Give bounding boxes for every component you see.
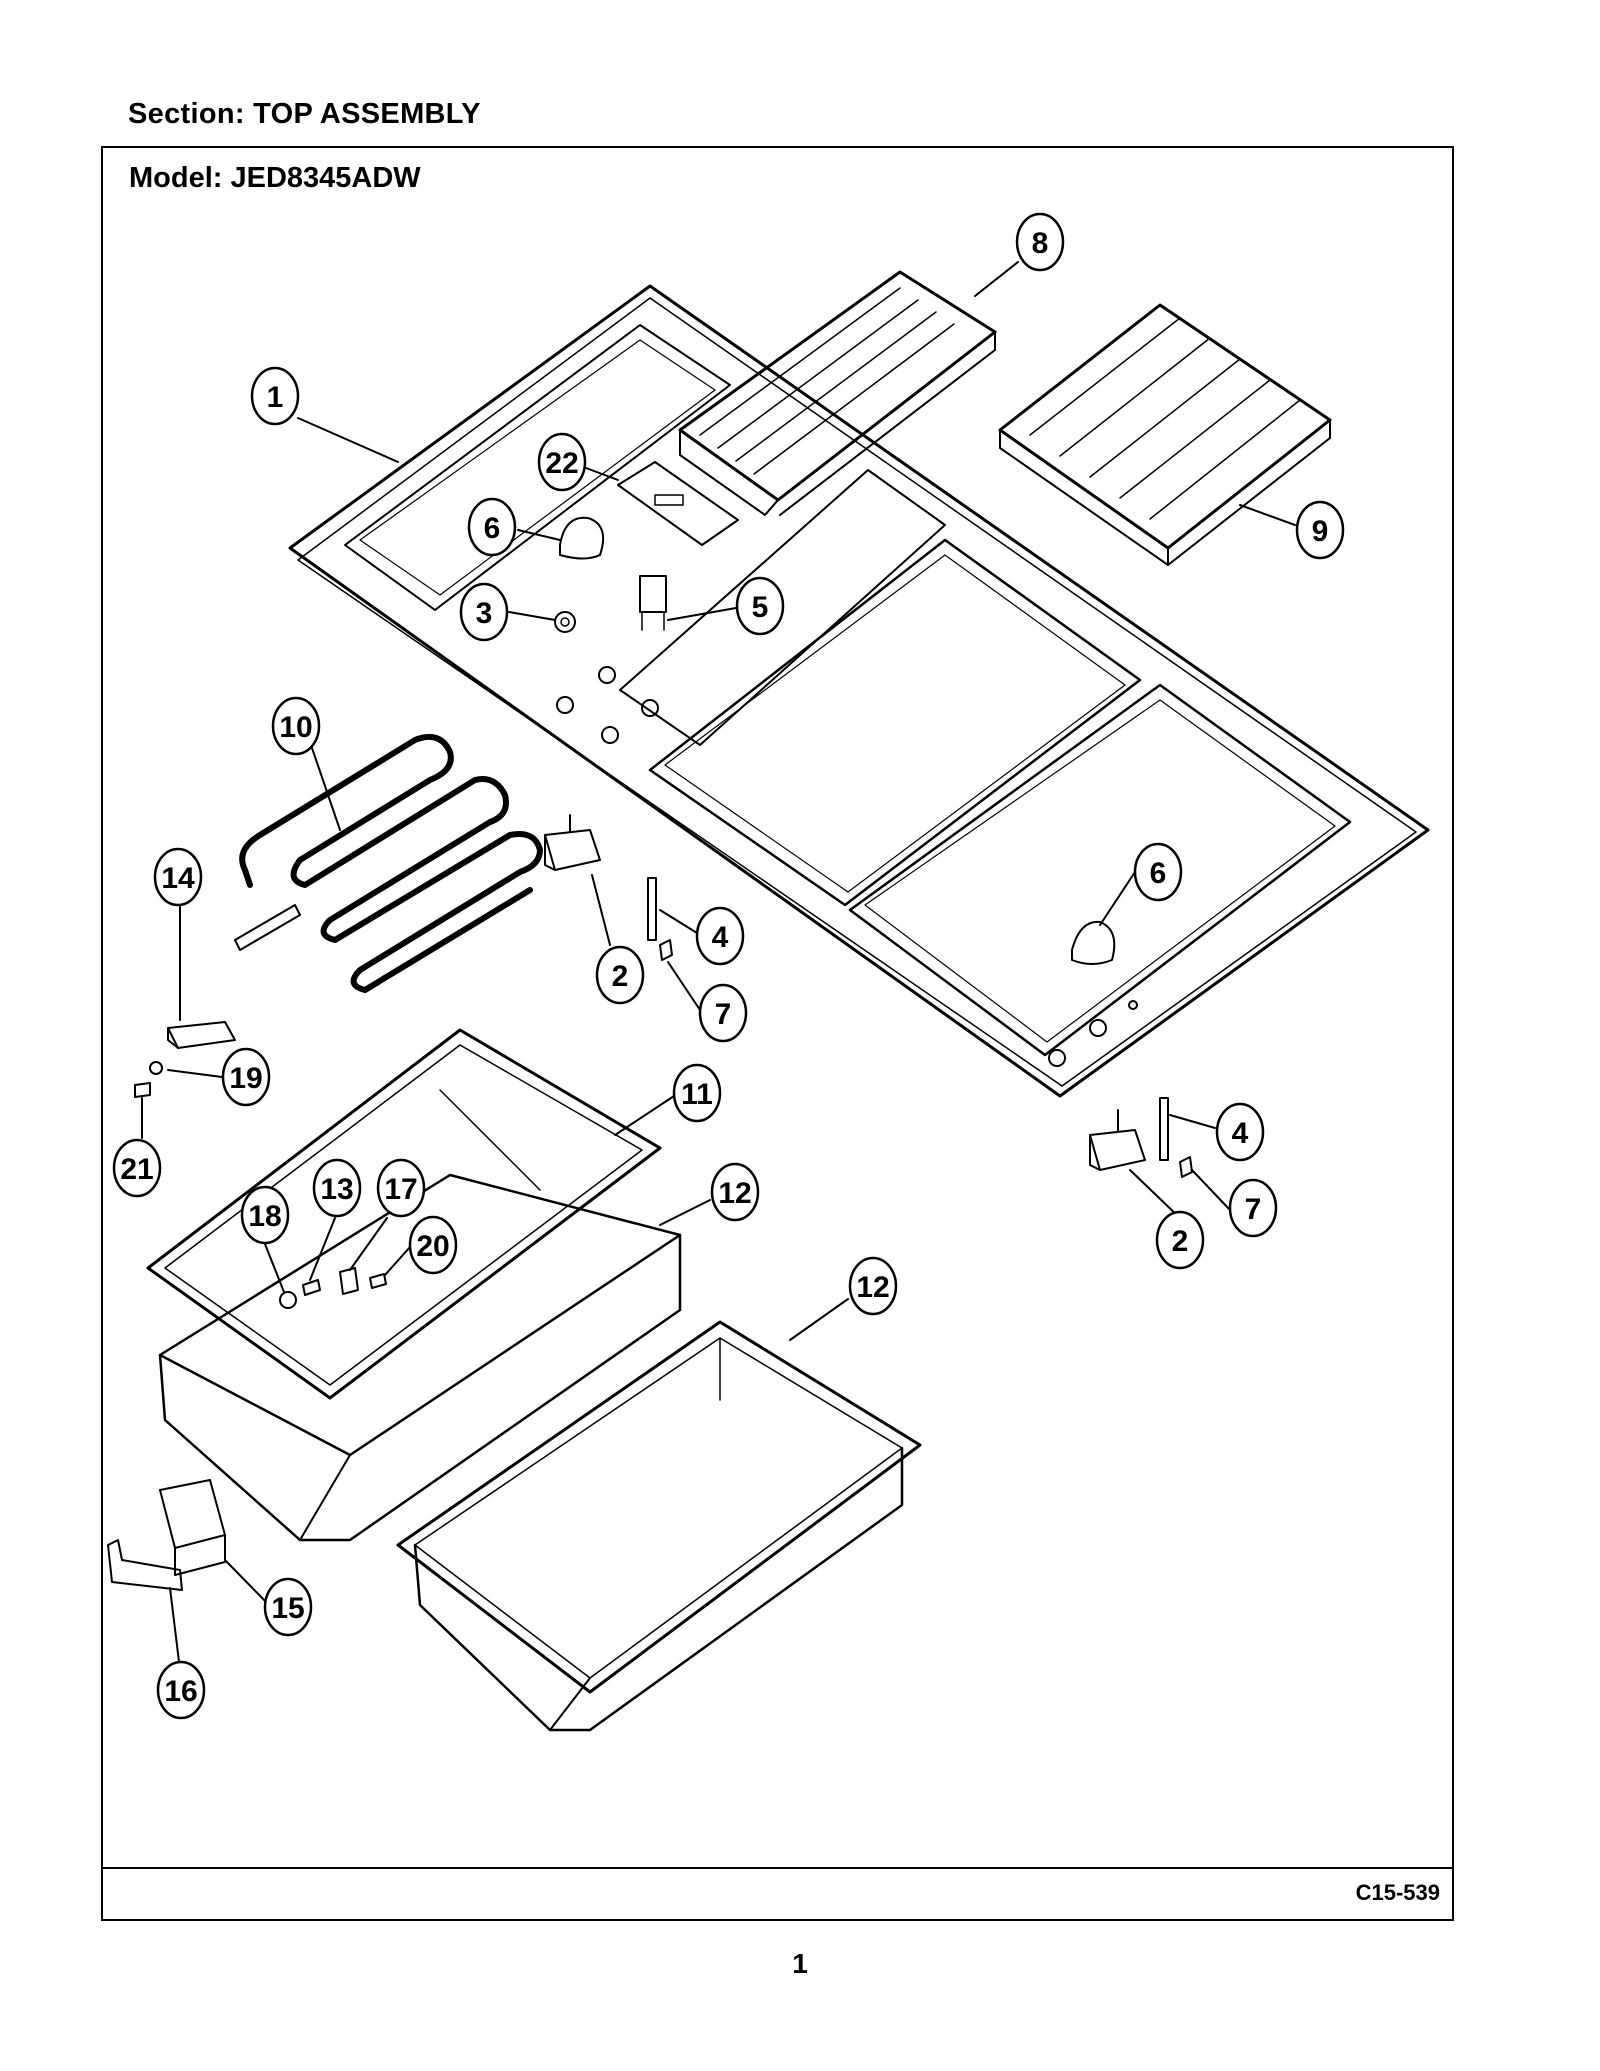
callout: 17	[376, 1158, 426, 1218]
callout: 6	[467, 497, 517, 557]
leader-lines	[141, 261, 1296, 1671]
nut-3	[554, 611, 576, 633]
knob-6-lower	[1071, 920, 1116, 965]
callout: 15	[263, 1577, 313, 1637]
callout-label: 12	[718, 1177, 751, 1210]
callout: 12	[848, 1256, 898, 1316]
clip-7-lower	[1179, 1156, 1193, 1178]
callout-label: 5	[752, 591, 769, 624]
callout-label: 4	[1232, 1117, 1249, 1150]
callout-label: 14	[161, 862, 195, 895]
callout: 1	[250, 366, 300, 426]
callout-label: 7	[1245, 1193, 1262, 1226]
callout: 4	[695, 906, 745, 966]
callout-label: 2	[1172, 1225, 1189, 1258]
bracket-16	[107, 1539, 183, 1591]
burner-box-12-left	[158, 1173, 682, 1542]
callout-label: 2	[612, 960, 629, 993]
screw-20	[369, 1273, 387, 1289]
spacer-19	[149, 1061, 163, 1075]
callout: 13	[312, 1158, 362, 1218]
callout-label: 19	[229, 1062, 262, 1095]
callout: 19	[221, 1047, 271, 1107]
page-number: 1	[792, 1948, 808, 1979]
callout: 2	[1155, 1210, 1205, 1270]
model-title: Model: JED8345ADW	[129, 162, 421, 194]
callout: 18	[240, 1185, 290, 1245]
callout: 5	[735, 576, 785, 636]
callout: 12	[710, 1162, 760, 1222]
callout-label: 4	[712, 921, 729, 954]
callout: 4	[1215, 1102, 1265, 1162]
diagram-frame: Model: JED8345ADW C15-539	[101, 146, 1454, 1921]
callout: 16	[156, 1660, 206, 1720]
thermostat-plate-22	[617, 461, 739, 546]
callout-label: 18	[248, 1200, 281, 1233]
callout-label: 17	[384, 1173, 417, 1206]
callout-label: 11	[681, 1078, 713, 1111]
screw-13	[302, 1279, 321, 1296]
callout-label: 6	[1150, 857, 1167, 890]
callout-label: 9	[1312, 515, 1329, 548]
section-title: Section: TOP ASSEMBLY	[128, 98, 481, 130]
burner-box-12-right	[396, 1320, 922, 1732]
footer-divider	[103, 1867, 1452, 1869]
callout-label: 20	[416, 1230, 449, 1263]
broiler-pan-11	[146, 1028, 662, 1400]
grille-9	[998, 303, 1332, 566]
cooktop-top-panel	[288, 284, 1430, 1098]
callout: 9	[1295, 500, 1345, 560]
clip-7-upper	[659, 939, 673, 961]
callout-label: 22	[545, 447, 578, 480]
drawing-code: C15-539	[1355, 1880, 1440, 1905]
callout: 11	[672, 1063, 722, 1123]
grille-8	[678, 270, 997, 516]
callout: 20	[408, 1215, 458, 1275]
callout: 22	[537, 432, 587, 492]
igniter-15	[159, 1479, 226, 1576]
pin-4-lower	[1159, 1097, 1169, 1161]
callout: 2	[595, 945, 645, 1005]
broil-element-10	[234, 734, 543, 993]
callout: 10	[271, 696, 321, 756]
pin-4-upper	[647, 877, 657, 941]
callout: 3	[459, 582, 509, 642]
control-2-lower	[1089, 1109, 1146, 1171]
callout: 14	[153, 847, 203, 907]
callout: 7	[698, 983, 748, 1043]
callout-label: 1	[267, 381, 284, 414]
terminal-block-14	[167, 1021, 236, 1049]
knob-6-top	[559, 516, 604, 560]
callout-label: 15	[271, 1592, 304, 1625]
callout-label: 3	[476, 597, 493, 630]
callout: 7	[1228, 1178, 1278, 1238]
callout-label: 12	[856, 1271, 889, 1304]
callout-label: 10	[279, 711, 312, 744]
callout-label: 16	[164, 1675, 197, 1708]
callout-label: 21	[120, 1153, 153, 1186]
callout: 6	[1133, 842, 1183, 902]
switch-5	[639, 575, 667, 631]
clip-21	[134, 1082, 151, 1098]
callout-label: 6	[484, 512, 501, 545]
control-2-upper	[544, 814, 601, 871]
fastener-18	[279, 1291, 297, 1309]
callout: 8	[1015, 212, 1065, 272]
callout-label: 7	[715, 998, 732, 1031]
callout-label: 13	[320, 1173, 353, 1206]
callout-label: 8	[1032, 227, 1049, 260]
callout: 21	[112, 1138, 162, 1198]
